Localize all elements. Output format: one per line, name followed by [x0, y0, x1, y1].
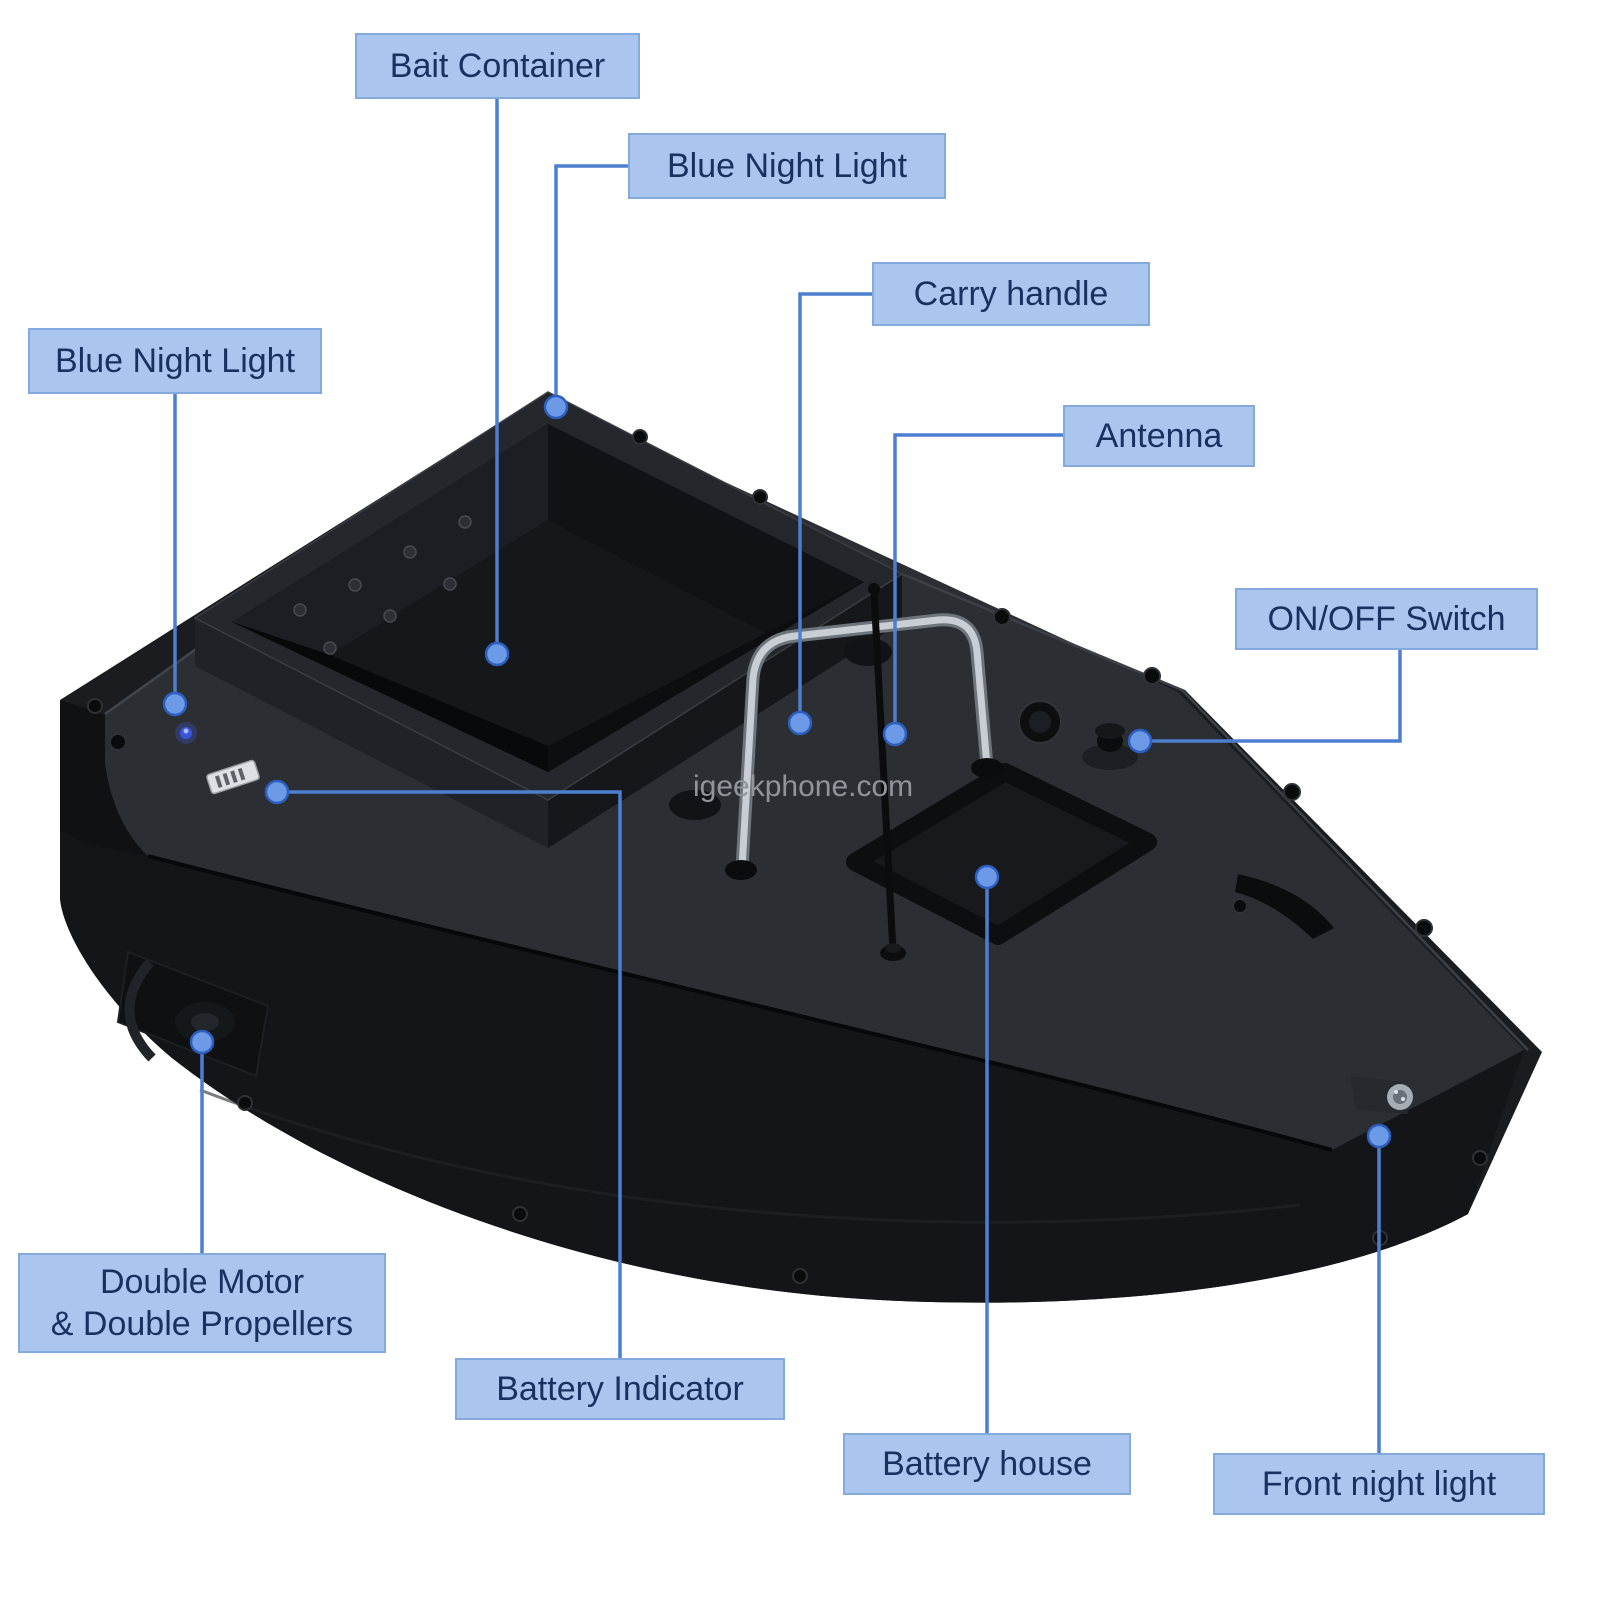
deck-pad-right — [844, 638, 892, 666]
leader-line-battery-indicator — [282, 790, 622, 1358]
deck-pad-left — [669, 790, 721, 820]
rear-transom — [60, 700, 148, 856]
watermark: igeekphone.com — [693, 770, 914, 803]
callout-dot-blue-night-light-top — [543, 394, 569, 420]
callout-dot-double-motor — [189, 1029, 215, 1055]
bait-container-inner-wall-back-left — [232, 424, 548, 655]
antenna-shape — [868, 583, 906, 961]
callout-dot-carry-handle — [787, 710, 813, 736]
propeller-unit — [116, 950, 270, 1078]
callout-dot-battery-house — [974, 864, 1000, 890]
label-blue-night-light-top: Blue Night Light — [628, 133, 946, 199]
callout-dot-battery-indicator — [264, 779, 290, 805]
bait-container-inner-wall-back-right — [548, 424, 864, 633]
label-blue-night-light-left: Blue Night Light — [28, 328, 322, 394]
callout-dot-bait-container — [484, 641, 510, 667]
label-battery-indicator: Battery Indicator — [455, 1358, 785, 1420]
blue-night-light-led — [175, 722, 197, 744]
boat-illustration — [60, 391, 1542, 1303]
deck-knob — [1018, 700, 1062, 744]
callout-dot-blue-night-light-left — [162, 691, 188, 717]
leader-line-on-off-switch — [1146, 650, 1402, 743]
bait-container-inner-wall-front-left — [232, 622, 548, 772]
bait-container-floor — [330, 520, 766, 746]
bait-container-screws — [293, 515, 472, 655]
label-front-night-light: Front night light — [1213, 1453, 1545, 1515]
bait-container-inner-wall-front-right — [548, 582, 864, 772]
battery-house-cover — [846, 763, 1157, 945]
callout-dot-front-night-light — [1366, 1123, 1392, 1149]
bait-container-right-wall — [548, 574, 902, 848]
label-on-off-switch: ON/OFF Switch — [1235, 588, 1538, 650]
leader-line-carry-handle — [798, 292, 872, 718]
label-double-motor: Double Motor & Double Propellers — [18, 1253, 386, 1353]
label-bait-container: Bait Container — [355, 33, 640, 99]
callout-dots — [162, 394, 1392, 1149]
carry-handle-shape — [725, 613, 1003, 880]
front-night-light-shape — [1350, 1076, 1413, 1114]
bow-vent — [1235, 874, 1334, 939]
label-battery-house: Battery house — [843, 1433, 1131, 1495]
chine-line — [147, 854, 1333, 1152]
callout-dot-on-off-switch — [1127, 728, 1153, 754]
callout-dot-antenna — [882, 721, 908, 747]
leader-lines — [173, 99, 1402, 1453]
hull-side — [60, 830, 1524, 1303]
label-antenna: Antenna — [1063, 405, 1255, 467]
on-off-switch-shape — [1082, 723, 1138, 770]
leader-line-blue-night-light-top — [554, 164, 628, 402]
label-carry-handle: Carry handle — [872, 262, 1150, 326]
leader-line-antenna — [893, 433, 1063, 729]
hull-reflection — [199, 1088, 1301, 1224]
battery-indicator-shape — [206, 759, 260, 795]
